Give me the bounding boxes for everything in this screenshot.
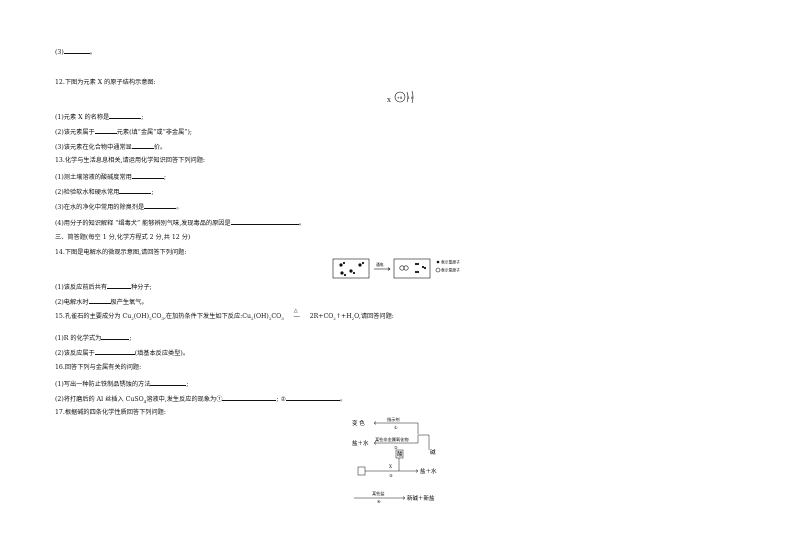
section-3-title: 三、简答题(每空 1 分,化学方程式 2 分,共 12 分) bbox=[55, 234, 191, 241]
q16-s2-blank2[interactable] bbox=[286, 394, 341, 401]
q14-stem: 14.下图是电解水的微观示意图,请回答下列问题: bbox=[55, 249, 187, 256]
salt-water-right: 盐＋水 bbox=[420, 467, 437, 475]
arrow-label: 通电 bbox=[376, 262, 384, 267]
q12-s1-blank[interactable] bbox=[109, 112, 142, 119]
q13-s2-blank[interactable] bbox=[119, 187, 152, 194]
electrolysis-diagram: 通电 表示氢原子 表示氧原子 bbox=[330, 257, 470, 281]
legend-oxygen: 表示氧原子 bbox=[441, 268, 460, 273]
q13-s1: (1)测土壤溶液的酸碱度常用; bbox=[55, 172, 166, 181]
color-change-label: 变 色 bbox=[352, 419, 365, 427]
atom-structure-diagram: X +8 2 6 bbox=[386, 88, 426, 108]
q14-s1-blank[interactable] bbox=[107, 282, 132, 289]
q15-s1-blank[interactable] bbox=[101, 333, 130, 340]
q13-s3-blank[interactable] bbox=[144, 202, 177, 209]
q13-s2: (2)检验软水和硬水常用; bbox=[55, 187, 154, 196]
legend-hydrogen: 表示氢原子 bbox=[441, 260, 460, 265]
salt-label: 某些盐 bbox=[372, 490, 385, 497]
q12-s1: (1)元素 X 的名称是; bbox=[55, 112, 144, 121]
q13-s3: (3)在水的净化中常用的除臭剂是。 bbox=[55, 202, 183, 211]
q15-stem: 15.孔雀石的主要成分为 Cu2(OH)2CO3,在加热条件下发生如下反应:Cu… bbox=[55, 308, 394, 322]
svg-text:③: ③ bbox=[389, 473, 393, 478]
q14-s1: (1)该反应前后共有种分子; bbox=[55, 282, 152, 291]
q13-s4-blank[interactable] bbox=[230, 218, 299, 225]
q12-s3: (3)该元素在化合物中通常显价。 bbox=[55, 142, 167, 151]
q15-s2: (2)该反应属于(填基本反应类型)。 bbox=[55, 348, 190, 357]
q16-s2: (2)将打磨后的 Al 丝插入 CuSO4溶液中,发生反应的现象为①; ②。 bbox=[55, 394, 347, 405]
svg-text:①: ① bbox=[394, 425, 398, 430]
q14-s2-blank[interactable] bbox=[88, 297, 111, 304]
q16-s2-blank1[interactable] bbox=[222, 394, 277, 401]
svg-text:④: ④ bbox=[377, 499, 381, 504]
svg-text:②: ② bbox=[394, 445, 398, 450]
acid-label: 酸 bbox=[397, 450, 403, 458]
atom-shells: 2 6 bbox=[407, 95, 414, 100]
x-label: X bbox=[389, 464, 392, 469]
q12-s2: (2)该元素属于元素(填“金属”或“非金属”); bbox=[55, 127, 192, 136]
q11-label: (3) bbox=[55, 49, 64, 56]
base-label: 碱 bbox=[430, 449, 436, 456]
q13-stem: 13.化学与生活息息相关,请运用化学知识回答下列问题: bbox=[55, 157, 206, 164]
q12-stem: 12.下图为元素 X 的原子结构示意图: bbox=[55, 79, 156, 86]
q13-s4: (4)用分子的知识解释 “缉毒犬” 能够辨别气味,发现毒品的原因是。 bbox=[55, 218, 305, 227]
q15-s2-blank[interactable] bbox=[94, 348, 135, 355]
q17-stem: 17.根据碱的四条化学性质回答下列问题: bbox=[55, 409, 166, 416]
q11-line: (3)。 bbox=[55, 47, 96, 56]
salt-water-left: 盐＋水 bbox=[352, 439, 369, 447]
q14-s2: (2)电解水时极产生氧气。 bbox=[55, 297, 148, 306]
q16-stem: 16.回答下列与金属有关的问题: bbox=[55, 364, 142, 371]
heat-arrow: △― bbox=[293, 308, 300, 320]
atom-label: X bbox=[387, 98, 391, 104]
indicator-label: 指示剂 bbox=[387, 416, 400, 423]
q13-s1-blank[interactable] bbox=[131, 172, 164, 179]
q16-s1: (1)写出一种防止铁制品锈蚀的方法; bbox=[55, 379, 189, 388]
q12-s2-blank[interactable] bbox=[94, 127, 117, 134]
atom-nucleus: +8 bbox=[397, 95, 403, 100]
nonmetal-oxide-label: 某些非金属氧化物 bbox=[375, 436, 409, 443]
q12-s3-blank[interactable] bbox=[131, 142, 154, 149]
q16-s1-blank[interactable] bbox=[150, 379, 187, 386]
q11-blank[interactable] bbox=[63, 47, 90, 54]
q15-s1: (1)R 的化学式为; bbox=[55, 333, 132, 342]
base-properties-diagram: 变 色 指示剂 ① 某些非金属氧化物 ② 盐＋水 碱 酸 X ③ 盐＋水 某些盐… bbox=[350, 414, 455, 506]
new-products-label: 新碱＋新盐 bbox=[407, 494, 435, 502]
